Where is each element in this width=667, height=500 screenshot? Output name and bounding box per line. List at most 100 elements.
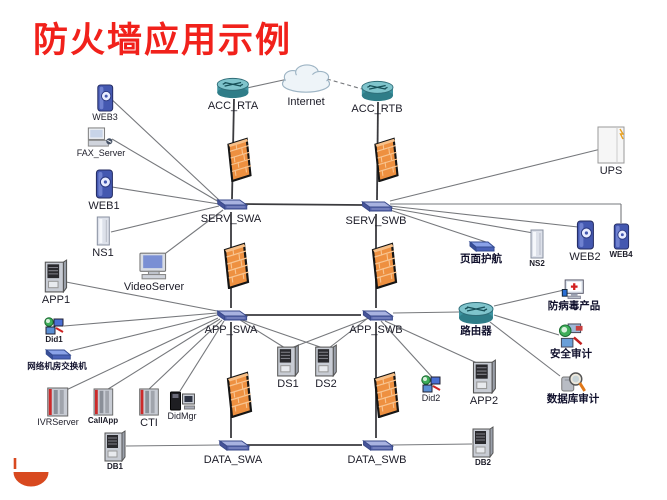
- device-did1: Did1: [43, 317, 65, 345]
- device-label: WEB4: [609, 250, 633, 259]
- switch-icon: [358, 198, 394, 214]
- device-label: 网络机房交换机: [27, 361, 87, 371]
- device-label: ACC_RTA: [207, 100, 259, 112]
- connection-line: [63, 312, 218, 327]
- device-db-audit: 数据库审计: [546, 371, 600, 406]
- device-label: 页面护航: [460, 253, 502, 265]
- firewall-icon: [369, 241, 399, 289]
- connection-line: [104, 318, 221, 392]
- device-db1: DB1: [104, 430, 126, 472]
- server-tower-icon: [575, 220, 595, 250]
- device-app1: APP1: [42, 259, 70, 306]
- connection-line: [125, 444, 220, 447]
- device-db2: DB2: [472, 426, 494, 468]
- device-label: DS1: [277, 378, 299, 390]
- device-ds2: DS2: [314, 344, 338, 390]
- device-ds1: DS1: [276, 344, 300, 390]
- switch-data-swa: DATA_SWA: [204, 437, 262, 466]
- switch-serv-swa: SERV_SWA: [201, 196, 261, 225]
- device-label: WEB3: [92, 112, 118, 122]
- connection-line: [65, 281, 218, 312]
- switch-icon: [213, 196, 249, 212]
- server-tower-icon: [91, 388, 114, 416]
- device-label: CTI: [140, 417, 158, 429]
- server-tower-icon: [138, 388, 161, 416]
- device-label: WEB1: [88, 200, 120, 212]
- switch-app-swb: APP_SWB: [349, 307, 403, 336]
- device-ups: UPS: [596, 126, 626, 177]
- device-app2: APP2: [470, 359, 498, 407]
- device-label: UPS: [599, 165, 623, 177]
- server-tower-icon: [94, 169, 114, 199]
- firewall-2: [371, 136, 401, 182]
- device-label: APP1: [41, 294, 71, 306]
- switch-data-swb: DATA_SWB: [347, 437, 407, 466]
- switch-app-swa: APP_SWA: [205, 307, 257, 336]
- connection-line: [493, 289, 565, 307]
- device-cti: CTI: [138, 388, 161, 429]
- server-tower-icon: [471, 359, 496, 394]
- device-web4: WEB4: [609, 223, 633, 260]
- device-fax-server: FAX_Server: [76, 127, 126, 159]
- internet-label: Internet: [287, 96, 325, 108]
- firewall-icon: [224, 370, 254, 418]
- server-tower-icon: [46, 387, 69, 417]
- firewall-1: [224, 136, 254, 182]
- phone-workstation-icon: [169, 389, 195, 411]
- connection-line: [493, 314, 560, 336]
- server-tower-icon: [276, 344, 300, 377]
- switch-icon: [359, 437, 395, 453]
- device-label: Did2: [421, 393, 441, 403]
- firewall-icon: [371, 370, 401, 418]
- device-label: 数据库审计: [546, 393, 600, 405]
- connection-line: [384, 320, 478, 364]
- device-label: DidMgr: [167, 411, 197, 421]
- device-label: DATA_SWB: [347, 454, 407, 466]
- connection-line: [161, 209, 224, 257]
- server-tower-icon: [104, 430, 126, 462]
- device-web2: WEB2: [569, 220, 601, 263]
- device-label: CallApp: [87, 416, 119, 425]
- connection-line: [110, 205, 220, 233]
- device-label: DB2: [474, 458, 491, 467]
- device-router: 路由器: [457, 301, 495, 338]
- connection-line: [111, 186, 220, 205]
- device-ivrserver: IVRServer: [37, 387, 79, 428]
- device-label: IVRServer: [37, 417, 79, 427]
- device-label: SERV_SWB: [345, 215, 407, 227]
- connection-line: [380, 320, 433, 378]
- device-label: FAX_Server: [76, 148, 126, 158]
- connection-line: [238, 318, 324, 349]
- device-label: 路由器: [460, 325, 492, 337]
- server-tower-icon: [472, 426, 494, 458]
- switch-icon: [215, 437, 251, 453]
- device-label: 安全审计: [550, 348, 592, 360]
- connection-line: [107, 95, 220, 201]
- server-tower-icon: [95, 216, 111, 246]
- router-icon: [215, 77, 251, 99]
- device-ns2: NS2: [529, 229, 545, 269]
- server-tower-icon: [95, 84, 115, 112]
- server-tower-icon: [612, 223, 630, 250]
- device-label: VideoServer: [123, 281, 185, 293]
- connection-line: [389, 148, 602, 202]
- device-acc-rtb: ACC_RTB: [351, 80, 403, 115]
- connection-line: [111, 138, 220, 203]
- connection-line: [246, 78, 289, 89]
- server-tower-icon: [314, 344, 338, 377]
- switch-icon: [42, 347, 72, 361]
- logo: [8, 455, 54, 491]
- device-label: 防病毒产品: [547, 300, 601, 312]
- page-title: 防火墙应用示例: [33, 21, 293, 60]
- magnifier-database-icon: [560, 371, 586, 393]
- device-label: NS2: [529, 259, 545, 268]
- device-net-room-switch: 网络机房交换机: [27, 347, 87, 371]
- device-label: DATA_SWA: [203, 454, 263, 466]
- device-label: WEB2: [569, 251, 601, 263]
- connection-line: [328, 317, 369, 349]
- device-web1: WEB1: [88, 169, 120, 212]
- firewall-3: [221, 241, 251, 289]
- workstation-icon: [43, 317, 65, 335]
- firewall-4: [369, 241, 399, 289]
